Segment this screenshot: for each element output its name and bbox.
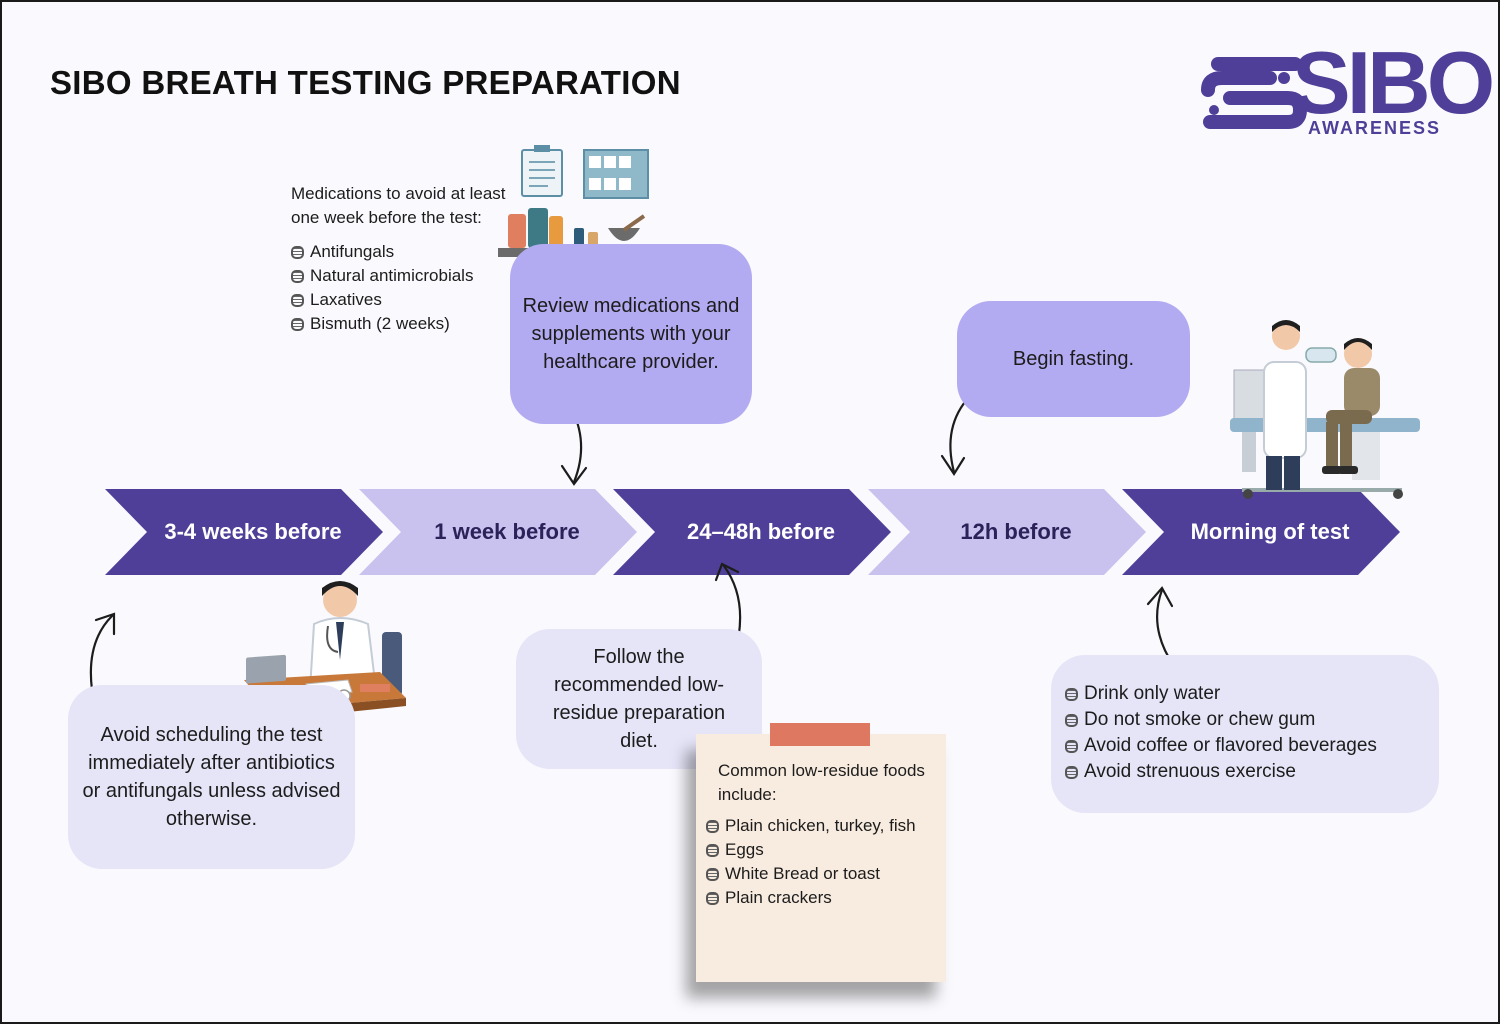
list-item-text: Plain crackers [725, 888, 832, 907]
list-item: White Bread or toast [706, 862, 946, 886]
list-item-text: Drink only water [1084, 683, 1221, 704]
intestine-icon [706, 867, 719, 881]
intestine-icon [291, 293, 304, 307]
intestine-icon [1065, 713, 1078, 727]
list-item-text: Natural antimicrobials [310, 266, 474, 285]
review-medications-bubble: Review medications and supplements with … [510, 244, 752, 424]
list-item-text: Eggs [725, 840, 764, 859]
list-item: Drink only water [1065, 681, 1377, 707]
timeline-step-label: 1 week before [434, 519, 580, 544]
timeline-step-1-week: 1 week before [359, 489, 637, 575]
timeline-step-label: 24–48h before [687, 519, 835, 544]
timeline-step-label: Morning of test [1190, 519, 1350, 544]
logo-lines-icon [1201, 57, 1308, 129]
sibo-logo: SIBO AWARENESS [1200, 33, 1495, 142]
medications-to-avoid: Medications to avoid at least one week b… [291, 182, 521, 336]
timeline-step-label: 12h before [960, 519, 1072, 544]
list-item-text: Avoid strenuous exercise [1084, 761, 1296, 782]
list-item: Do not smoke or chew gum [1065, 707, 1377, 733]
foods-intro: Common low-residue foods include: [718, 761, 925, 804]
intestine-icon [1065, 687, 1078, 701]
timeline-step-3-4-weeks: 3-4 weeks before [105, 489, 383, 575]
intestine-icon [1065, 765, 1078, 779]
morning-instructions-list: Drink only water Do not smoke or chew gu… [1065, 681, 1377, 785]
timeline-step-morning: Morning of test [1122, 489, 1400, 575]
intestine-icon [291, 317, 304, 331]
intestine-icon [1065, 739, 1078, 753]
list-item-text: Plain chicken, turkey, fish [725, 816, 916, 835]
intestine-icon [706, 891, 719, 905]
note-tape [770, 723, 870, 746]
list-item: Laxatives [291, 288, 521, 312]
intestine-icon [706, 843, 719, 857]
medications-intro: Medications to avoid at least one week b… [291, 184, 506, 227]
list-item-text: Do not smoke or chew gum [1084, 709, 1316, 730]
list-item-text: Bismuth (2 weeks) [310, 314, 450, 333]
foods-list: Plain chicken, turkey, fish Eggs White B… [706, 814, 946, 910]
timeline-step-12h: 12h before [868, 489, 1146, 575]
arrow-icon [89, 614, 114, 692]
list-item: Natural antimicrobials [291, 264, 521, 288]
list-item-text: Avoid coffee or flavored beverages [1084, 735, 1377, 756]
list-item: Plain crackers [706, 886, 946, 910]
low-residue-foods-note: Common low-residue foods include: Plain … [696, 723, 946, 982]
list-item: Plain chicken, turkey, fish [706, 814, 946, 838]
intestine-icon [706, 819, 719, 833]
begin-fasting-bubble: Begin fasting. [957, 301, 1190, 417]
list-item: Bismuth (2 weeks) [291, 312, 521, 336]
intestine-icon [291, 269, 304, 283]
scheduling-advice-bubble: Avoid scheduling the test immediately af… [68, 685, 355, 869]
breath-test-illustration [1230, 320, 1420, 499]
logo-tagline: AWARENESS [1308, 118, 1442, 138]
morning-instructions-box: Drink only water Do not smoke or chew gu… [1051, 655, 1439, 813]
list-item: Antifungals [291, 240, 521, 264]
medications-list: Antifungals Natural antimicrobials Laxat… [291, 240, 521, 336]
list-item: Avoid strenuous exercise [1065, 759, 1377, 785]
timeline-step-24-48h: 24–48h before [613, 489, 891, 575]
page-title: SIBO BREATH TESTING PREPARATION [50, 64, 681, 101]
list-item-text: Laxatives [310, 290, 382, 309]
intestine-icon [291, 245, 304, 259]
list-item-text: Antifungals [310, 242, 395, 261]
list-item: Avoid coffee or flavored beverages [1065, 733, 1377, 759]
list-item: Eggs [706, 838, 946, 862]
timeline-step-label: 3-4 weeks before [164, 519, 342, 544]
logo-word: SIBO [1292, 33, 1495, 132]
list-item-text: White Bread or toast [725, 864, 880, 883]
